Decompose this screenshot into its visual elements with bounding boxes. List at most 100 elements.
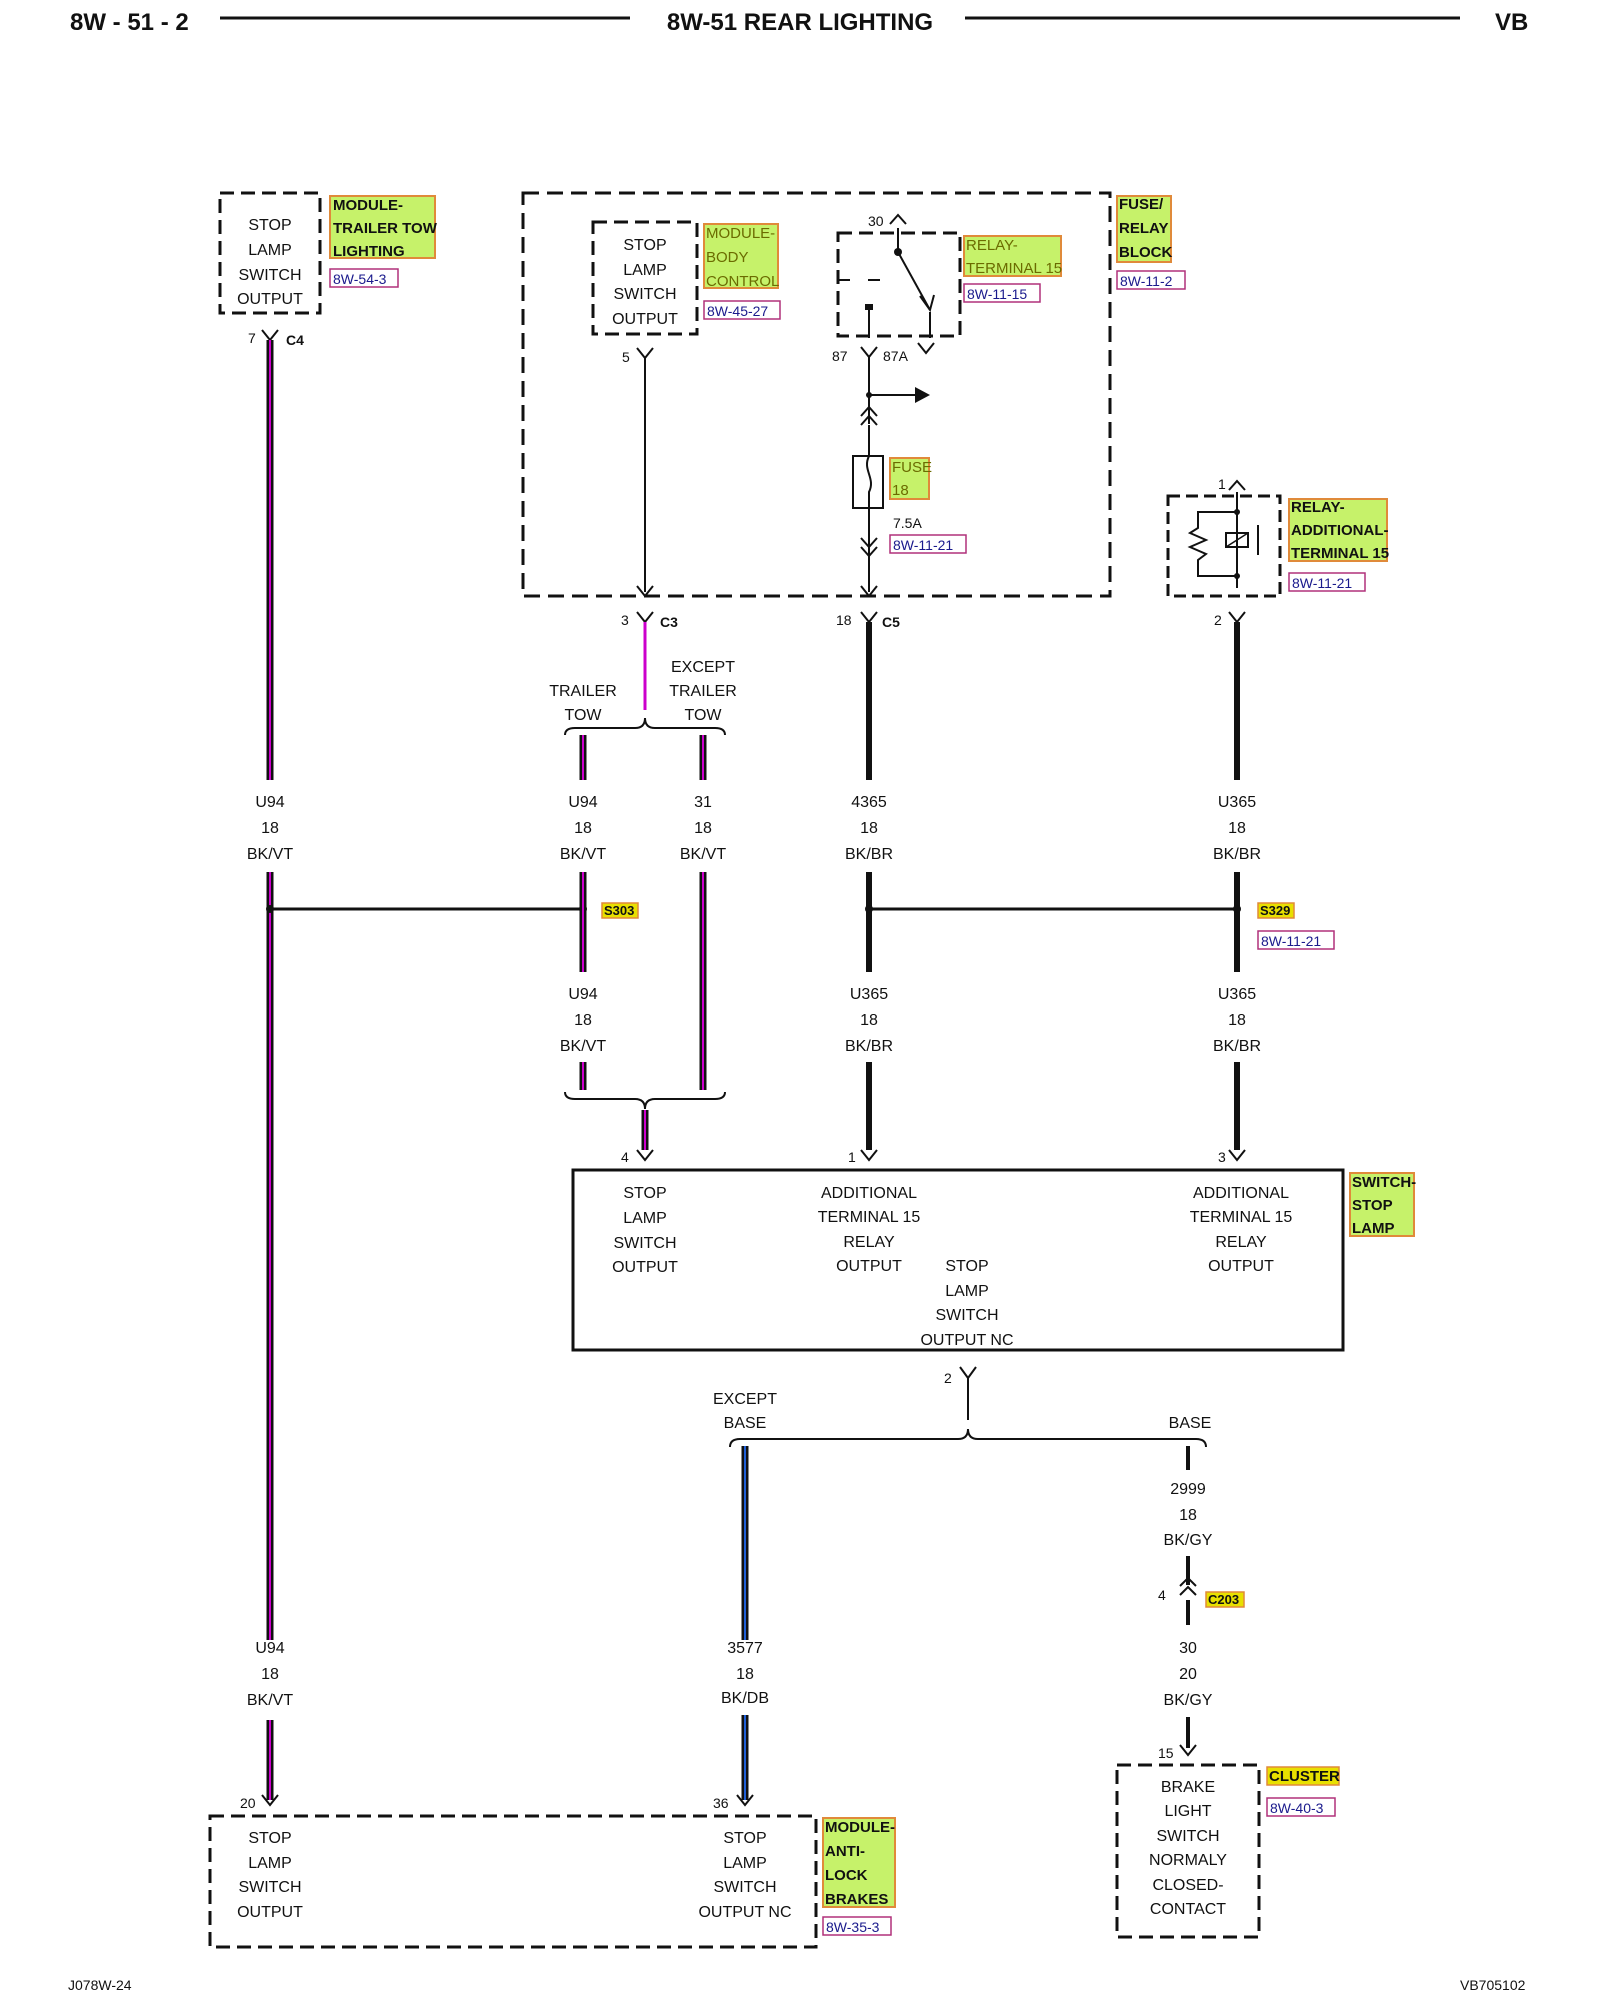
pin-c4-chevron (261, 329, 279, 342)
svg-text:TERMINAL 15: TERMINAL 15 (1291, 545, 1389, 562)
switch-p4-t1: STOP (623, 1185, 666, 1202)
header-right: VB (1495, 9, 1528, 36)
cluster-pin: 15 (1158, 1745, 1174, 1761)
trailer-tow-pin-text-1: STOP (248, 217, 291, 234)
switch-p1-t3: RELAY (843, 1234, 895, 1251)
splice-s329-dot (1233, 905, 1241, 913)
relay-add-pin-1: 1 (1218, 476, 1226, 492)
pin-1-chevron (1228, 479, 1246, 491)
svg-text:8W-11-2: 8W-11-2 (1120, 273, 1173, 289)
relay-t15-box (836, 231, 962, 338)
w-u94-mid-top-2: 18 (574, 820, 592, 837)
abs-p20-t4: OUTPUT (237, 1904, 303, 1921)
body-control-pin: 5 (622, 349, 630, 365)
fuse-relay-block-box (521, 191, 1112, 598)
trailer-tow-ref: 8W-54-3 (329, 268, 399, 288)
abs-p20-t1: STOP (248, 1830, 291, 1847)
pin-c5: 18 (836, 612, 852, 628)
w-4365-2: 18 (860, 820, 878, 837)
w-u94-left-top-2: 18 (261, 820, 279, 837)
svg-text:LOCK: LOCK (825, 1867, 868, 1884)
fuse-relay-block-label: FUSE/ RELAY BLOCK (1116, 195, 1172, 263)
relay-add-node-top (1234, 509, 1240, 515)
switch-pin-3: 3 (1218, 1149, 1226, 1165)
abs-pin-36: 36 (713, 1795, 729, 1811)
pin-87-chevron (860, 346, 878, 359)
relay-add-pin-2: 2 (1214, 612, 1222, 628)
svg-text:8W-35-3: 8W-35-3 (826, 1919, 880, 1935)
abs-p20-t3: SWITCH (238, 1879, 301, 1896)
w-31-2: 18 (694, 820, 712, 837)
svg-text:TRAILER TOW: TRAILER TOW (333, 220, 438, 237)
svg-text:8W-11-21: 8W-11-21 (1261, 933, 1321, 949)
switch-p3-t1: ADDITIONAL (1193, 1185, 1289, 1202)
svg-text:RELAY: RELAY (1119, 220, 1168, 237)
body-control-ref: 8W-45-27 (703, 300, 781, 320)
cluster-box (1115, 1763, 1261, 1939)
w-u94-mid-bot-3: BK/VT (560, 1038, 606, 1055)
w-u365-right-top-2: 18 (1228, 820, 1246, 837)
w-u94-left-top-3: BK/VT (247, 846, 293, 863)
branch-except-tt-3: TOW (684, 707, 722, 724)
abs-p36-t3: SWITCH (713, 1879, 776, 1896)
svg-text:MODULE-: MODULE- (333, 197, 403, 214)
header-left: 8W - 51 - 2 (70, 9, 189, 36)
svg-text:BLOCK: BLOCK (1119, 244, 1172, 261)
w-3577-3: BK/DB (721, 1690, 769, 1707)
svg-text:LIGHTING: LIGHTING (333, 243, 405, 260)
abs-pin-20: 20 (240, 1795, 256, 1811)
svg-text:BRAKES: BRAKES (825, 1891, 888, 1908)
switch-p3-t3: RELAY (1215, 1234, 1267, 1251)
cluster-text-1: BRAKE (1161, 1779, 1215, 1796)
trailer-tow-pin-text-3: SWITCH (238, 267, 301, 284)
branch-except-tt-2: TRAILER (669, 683, 737, 700)
svg-text:8W-11-21: 8W-11-21 (1292, 575, 1352, 591)
svg-text:MODULE-: MODULE- (706, 225, 775, 242)
relay-add-t15-label: RELAY- ADDITIONAL- TERMINAL 15 (1288, 498, 1389, 562)
cluster-text-5: CLOSED- (1152, 1877, 1223, 1894)
svg-text:8W-11-15: 8W-11-15 (967, 286, 1027, 302)
c203-chevron-a (1179, 1576, 1197, 1587)
switch-p4-t2: LAMP (623, 1210, 667, 1227)
connector-c4: C4 (286, 332, 304, 348)
relay-contact-arm (897, 251, 931, 311)
svg-text:SWITCH-: SWITCH- (1352, 1174, 1416, 1191)
w-u94-mid-bot-2: 18 (574, 1012, 592, 1029)
abs-pin-20-chevron (261, 1794, 279, 1807)
svg-text:CONTROL: CONTROL (706, 273, 779, 290)
switch-p1-t2: TERMINAL 15 (818, 1209, 921, 1226)
w-u365-right-top-1: U365 (1218, 794, 1256, 811)
relay-87-contact-pad (865, 304, 873, 310)
connector-below-fuse-a (860, 537, 878, 549)
w-u365-mid-bot-3: BK/BR (845, 1038, 893, 1055)
w-u94-left-bot-3: BK/VT (247, 1692, 293, 1709)
switch-p2-t3: SWITCH (935, 1307, 998, 1324)
w-30-3: BK/GY (1164, 1692, 1213, 1709)
switch-p2-t4: OUTPUT NC (920, 1332, 1013, 1349)
switch-pin-3-chevron (1228, 1149, 1246, 1162)
w-u94-left-bot-1: U94 (255, 1640, 284, 1657)
trailer-tow-pin-text-2: LAMP (248, 242, 292, 259)
abs-pin-36-chevron (736, 1794, 754, 1807)
cluster-pin-chevron (1179, 1744, 1197, 1757)
pin-2-chevron (1228, 611, 1246, 624)
w-30-2: 20 (1179, 1666, 1197, 1683)
footer-right: VB705102 (1460, 1977, 1526, 1993)
w-u365-right-bot-1: U365 (1218, 986, 1256, 1003)
w-u365-right-bot-2: 18 (1228, 1012, 1246, 1029)
relay-add-coil (1225, 532, 1249, 548)
abs-ref: 8W-35-3 (822, 1916, 892, 1936)
svg-text:FUSE: FUSE (892, 459, 932, 476)
svg-text:STOP: STOP (1352, 1197, 1393, 1214)
w-u365-right-top-3: BK/BR (1213, 846, 1261, 863)
fuse-18-element (866, 455, 872, 508)
svg-text:8W-54-3: 8W-54-3 (333, 271, 387, 287)
branch-except-base-1: EXCEPT (713, 1391, 777, 1408)
svg-text:CLUSTER: CLUSTER (1269, 1768, 1340, 1785)
trailer-tow-label: MODULE- TRAILER TOW LIGHTING (329, 195, 438, 260)
relay-add-node-bot (1234, 573, 1240, 579)
connector-c3: C3 (660, 614, 678, 630)
c203-chevron-b (1179, 1585, 1197, 1596)
w-30-1: 30 (1179, 1640, 1197, 1657)
branch-base: BASE (1169, 1415, 1212, 1432)
